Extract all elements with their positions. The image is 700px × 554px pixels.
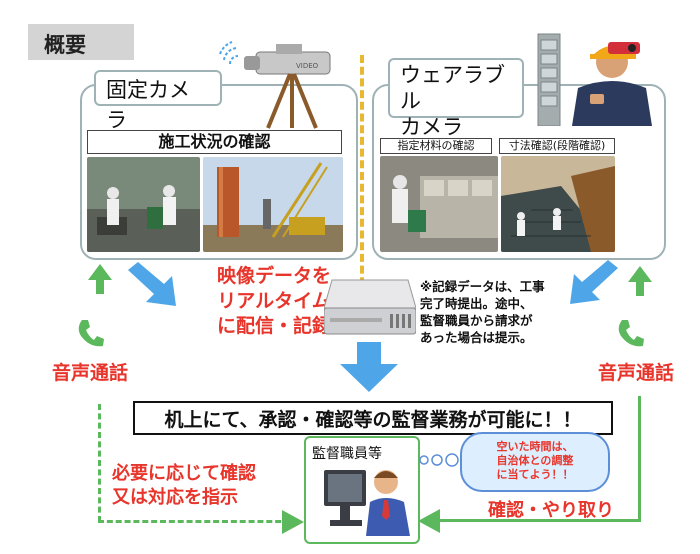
- phone-icon-right: [618, 320, 644, 347]
- green-up-arrow-left: [88, 264, 112, 294]
- wearable-camera-label: ウェアラブル カメラ: [388, 58, 524, 139]
- instruct-text-line2: 又は対応を指示: [112, 487, 238, 508]
- voice-call-label-right: 音声通話: [598, 362, 675, 384]
- dimension-check-photo: [501, 156, 615, 252]
- thought-bubble-line3: に当てよう！！: [496, 468, 574, 481]
- exchange-text: 確認・やり取り: [488, 500, 614, 521]
- green-arrow-into-supervisor-right: [418, 509, 440, 533]
- supervisor-at-computer-illustration: [324, 470, 410, 536]
- construction-photo-drilling: [203, 157, 343, 252]
- thought-bubble-line1: 空いた時間は、: [496, 440, 574, 453]
- stream-text: 映像データを リアルタイム に配信・記録: [198, 264, 350, 339]
- phone-icon-left: [78, 320, 104, 347]
- blue-arrow-left: [128, 262, 176, 306]
- voice-call-label-left: 音声通話: [52, 362, 129, 384]
- material-check-photo: [380, 156, 498, 252]
- wearable-camera-worker-illustration: [537, 33, 652, 126]
- desk-supervision-banner: 机上にて、承認・確認等の監督業務が可能に！！: [133, 401, 613, 435]
- green-up-arrow-right: [628, 266, 652, 296]
- instruct-text: 必要に応じて確認 又は対応を指示: [112, 462, 256, 510]
- supervisor-label: 監督職員等: [312, 446, 382, 462]
- wearable-camera-label-line2: カメラ: [400, 115, 463, 139]
- green-arrow-into-supervisor-left: [282, 510, 304, 534]
- dimension-check-caption: 寸法確認(段階確認): [499, 138, 615, 154]
- wearable-camera-label-line1: ウェアラブル: [400, 63, 505, 113]
- record-note: ※記録データは、工事 完了時提出。途中、 監督職員から請求が あった場合は提示。: [420, 278, 545, 346]
- stream-text-line2: リアルタイム: [217, 290, 331, 312]
- green-dashed-line-left-bottom: [98, 520, 290, 523]
- fixed-camera-label: 固定カメラ: [94, 70, 222, 132]
- hard-drive-icon: [324, 279, 416, 335]
- page-title: 概要: [44, 33, 86, 57]
- green-line-right-bottom: [438, 519, 641, 522]
- construction-photo-workers: [87, 157, 200, 252]
- svg-text:VIDEO: VIDEO: [296, 62, 319, 70]
- record-note-line1: ※記録データは、工事: [420, 279, 545, 294]
- construction-status-caption: 施工状況の確認: [87, 130, 342, 154]
- instruct-text-line1: 必要に応じて確認: [112, 463, 256, 484]
- thought-bubble-line2: 自治体との調整: [496, 454, 574, 467]
- record-note-line4: あった場合は提示。: [420, 330, 533, 345]
- tripod-camera-illustration: VIDEO: [219, 41, 331, 129]
- stream-text-line1: 映像データを: [216, 265, 331, 287]
- record-note-line3: 監督職員から請求が: [420, 313, 533, 328]
- thought-dots-icon: [419, 453, 459, 467]
- panel-divider: [360, 55, 364, 297]
- green-dashed-line-left: [98, 404, 101, 522]
- thought-bubble: 空いた時間は、 自治体との調整 に当てよう！！: [460, 432, 610, 492]
- blue-arrow-right: [570, 260, 618, 304]
- record-note-line2: 完了時提出。途中、: [420, 296, 533, 311]
- blue-down-arrow: [340, 342, 398, 392]
- green-line-right-vertical: [638, 396, 641, 522]
- wifi-icon: [219, 41, 239, 65]
- header-bar: [28, 24, 134, 60]
- material-check-caption: 指定材料の確認: [380, 138, 492, 154]
- stream-text-line3: に配信・記録: [216, 315, 331, 337]
